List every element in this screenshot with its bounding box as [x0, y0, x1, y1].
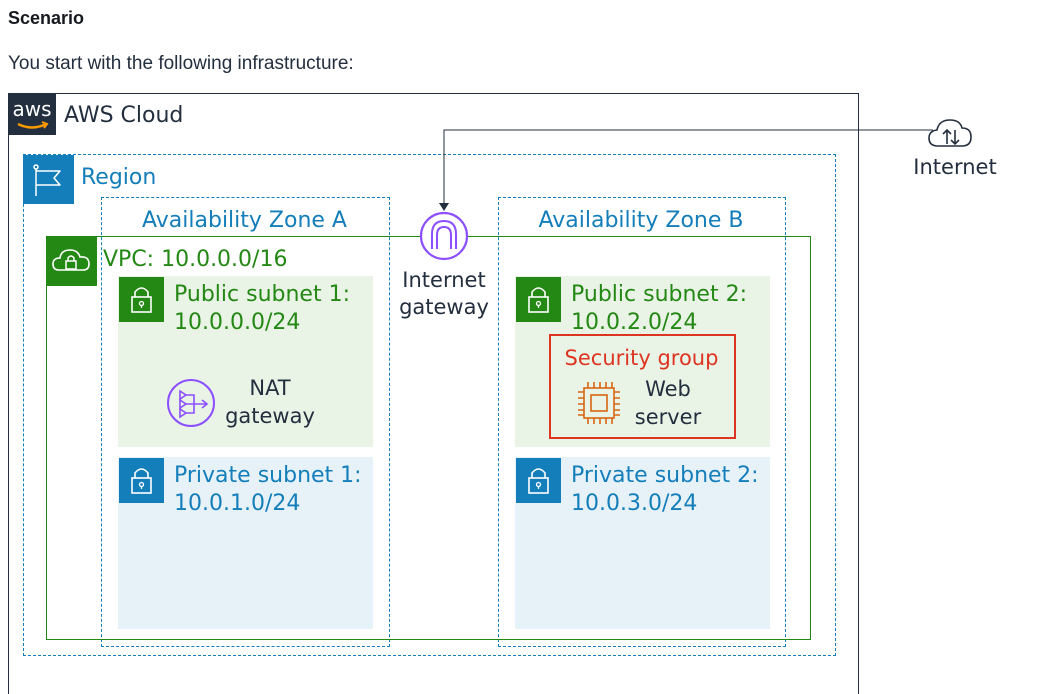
internet-connector-line — [443, 129, 933, 207]
aws-cloud-label: AWS Cloud — [64, 103, 184, 128]
ec2-chip-icon — [578, 382, 620, 424]
availability-zone-a — [101, 197, 390, 647]
region-container — [23, 154, 836, 656]
internet-cloud-icon — [928, 119, 972, 147]
public-subnet-1-label: Public subnet 1: 10.0.0.0/24 — [174, 281, 350, 337]
security-group-label: Security group — [564, 346, 719, 370]
aws-logo-text: aws — [12, 97, 52, 121]
internet-label: Internet — [913, 155, 997, 179]
region-label: Region — [81, 165, 157, 190]
public-subnet-1-name: Public subnet 1: — [174, 282, 350, 307]
private-subnet-2-cidr: 10.0.3.0/24 — [571, 491, 698, 516]
web-server-line-2: server — [634, 405, 702, 429]
aws-smile-icon — [17, 121, 49, 129]
availability-zone-b — [498, 197, 786, 647]
security-group-box — [549, 334, 736, 439]
public-subnet-1-cidr: 10.0.0.0/24 — [174, 310, 301, 335]
lock-icon — [119, 458, 164, 503]
internet-gateway-label: Internet gateway — [393, 267, 495, 321]
aws-logo-icon: aws — [8, 93, 56, 135]
nat-gateway-label: NAT gateway — [222, 374, 318, 430]
availability-zone-b-label: Availability Zone B — [538, 208, 744, 233]
internet-gateway-line-1: Internet — [402, 268, 486, 292]
vpc-label: VPC: 10.0.0.0/16 — [103, 247, 288, 272]
availability-zone-a-label: Availability Zone A — [142, 208, 347, 233]
private-subnet-1-name: Private subnet 1: — [174, 463, 362, 488]
internet-gateway-icon — [419, 211, 469, 261]
private-subnet-2-label: Private subnet 2: 10.0.3.0/24 — [571, 462, 759, 518]
lock-icon — [516, 277, 561, 322]
web-server-label: Web server — [628, 375, 708, 431]
internet-gateway-line-2: gateway — [399, 295, 489, 319]
nat-gateway-line-1: NAT — [249, 376, 291, 400]
connector-arrowhead — [439, 203, 449, 211]
web-server-line-1: Web — [645, 377, 691, 401]
public-subnet-2-label: Public subnet 2: 10.0.2.0/24 — [571, 281, 747, 337]
region-flag-icon — [23, 155, 74, 204]
vpc-cloud-lock-icon — [46, 237, 97, 286]
nat-gateway-line-2: gateway — [225, 404, 315, 428]
private-subnet-2-name: Private subnet 2: — [571, 463, 759, 488]
lock-icon — [516, 458, 561, 503]
nat-gateway-icon — [167, 379, 215, 427]
diagram-overlay — [167, 119, 972, 427]
scenario-heading: Scenario — [8, 8, 85, 28]
lock-icon — [119, 277, 164, 322]
public-subnet-2-name: Public subnet 2: — [571, 282, 747, 307]
intro-text: You start with the following infrastruct… — [8, 53, 354, 74]
private-subnet-1-label: Private subnet 1: 10.0.1.0/24 — [174, 462, 362, 518]
aws-cloud-container — [8, 93, 859, 694]
public-subnet-2-cidr: 10.0.2.0/24 — [571, 310, 698, 335]
private-subnet-1-cidr: 10.0.1.0/24 — [174, 491, 301, 516]
